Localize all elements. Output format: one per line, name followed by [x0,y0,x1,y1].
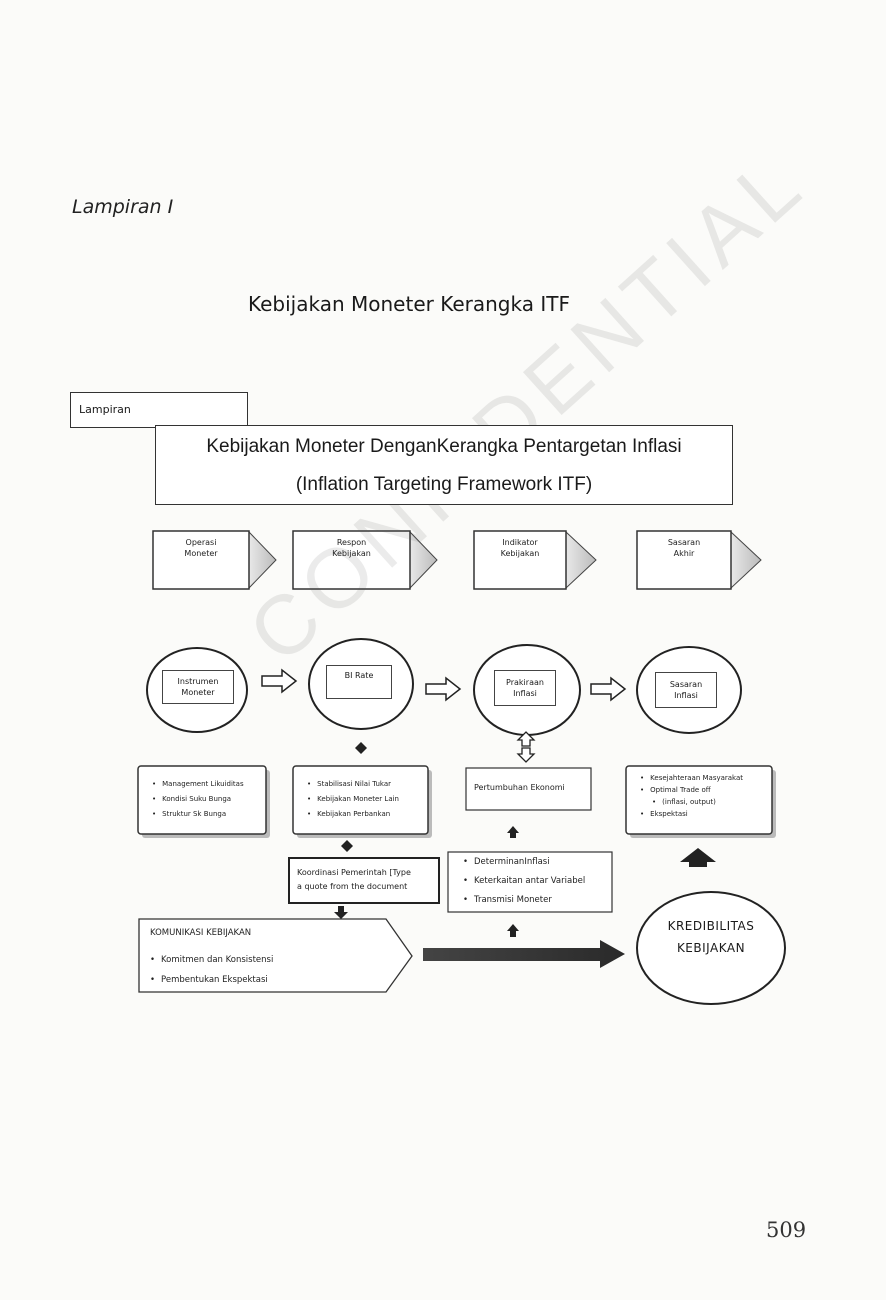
list-item: Pembentukan Ekspektasi [150,970,273,990]
stage-chevron-3 [473,530,597,590]
stage-chevron-2 [292,530,438,590]
diagram-title-box: Kebijakan Moneter DenganKerangka Pentarg… [155,425,733,505]
page-number: 509 [766,1218,807,1242]
list-item: Management Likuiditas [152,777,243,792]
list-item: Optimal Trade off [640,784,743,796]
list-item: Kondisi Suku Bunga [152,792,244,807]
list-item: Keterkaitan antar Variabel [463,872,585,891]
diagram-title-line1: Kebijakan Moneter DenganKerangka Pentarg… [206,436,682,457]
komunikasi-list: Komitmen dan Konsistensi Pembentukan Eks… [150,950,273,990]
box-pertumbuhan-label: Pertumbuhan Ekonomi [474,783,565,792]
list-item: Transmisi Moneter [463,891,585,910]
list-item: Kebijakan Perbankan [307,807,399,822]
down-arrow-small [334,906,348,919]
oval-birate-label: BI Rate [326,665,392,699]
connector-diamond-1 [355,742,367,754]
list-item: Ekspektasi [640,808,743,820]
up-arrow-small-1 [507,826,519,838]
list-item: Stabilisasi Nilai Tukar [307,777,399,792]
stage-chevron-4 [636,530,762,590]
komunikasi-title: KOMUNIKASI KEBIJAKAN [150,928,252,938]
kredibilitas-circle [636,891,786,1005]
connector-diamond-2 [341,840,353,852]
diagram-title-line2: (Inflation Targeting Framework ITF) [295,474,593,495]
flow-arrows [261,668,627,702]
list-item: Struktur Sk Bunga [152,807,244,822]
list-item: (inflasi, output) [640,796,743,808]
lampiran-box: Lampiran [70,392,248,428]
stage-chevron-1 [152,530,277,590]
box-pertumbuhan-frame [465,767,592,811]
box-sasaran-list: Kesejahteraan Masyarakat Optimal Trade o… [640,772,743,820]
box-koordinasi-label: Koordinasi Pemerintah [Type a quote from… [297,868,411,891]
box-birate-list: Stabilisasi Nilai Tukar Kebijakan Monete… [307,777,399,822]
list-item: Kebijakan Moneter Lain [307,792,399,807]
page-title: Kebijakan Moneter Kerangka ITF [248,292,570,316]
list-item: DeterminanInflasi [463,853,585,872]
appendix-label: Lampiran I [72,196,174,218]
up-arrow-small-2 [507,924,519,937]
up-arrow-large [680,848,716,867]
box-instrumen-list: Management Likuiditas Kondisi Suku Bunga… [152,777,244,822]
list-item: Komitmen dan Konsistensi [150,950,273,970]
double-arrow-icon [516,731,536,763]
kredibilitas-label: KREDIBILITAS KEBIJAKAN [667,919,755,955]
big-right-arrow [423,940,625,968]
box-determinan-list: DeterminanInflasi Keterkaitan antar Vari… [463,853,585,910]
list-item: Kesejahteraan Masyarakat [640,772,743,784]
box-koordinasi-frame [288,857,440,904]
